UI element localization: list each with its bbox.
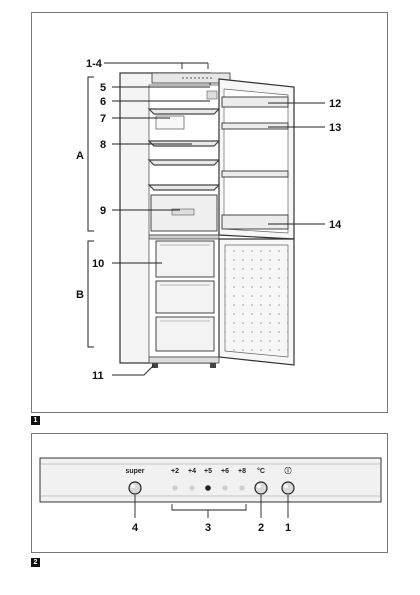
callout-6: 6 (100, 96, 106, 108)
power-label: ⓘ (285, 466, 292, 475)
super-label: super (125, 468, 144, 475)
leader-lines (104, 62, 325, 376)
temp-label-5: +5 (204, 468, 212, 475)
callout-11: 11 (92, 370, 104, 382)
callout-9: 9 (100, 205, 106, 217)
callout-8: 8 (100, 139, 106, 151)
super-button[interactable] (128, 481, 142, 495)
callout-3: 3 (205, 522, 211, 534)
power-button[interactable] (281, 481, 295, 495)
callout-12: 12 (329, 98, 341, 110)
figure-number-2: 2 (31, 558, 40, 567)
callout-1: 1 (285, 522, 291, 534)
celsius-label: °C (257, 467, 265, 475)
fridge-door-open (218, 78, 295, 240)
temperature-button[interactable] (254, 481, 268, 495)
callout-7: 7 (100, 113, 106, 125)
indicator-led-4 (189, 485, 195, 491)
indicator-led-6 (222, 485, 228, 491)
indicator-led-8 (239, 485, 245, 491)
indicator-led-2 (172, 485, 178, 491)
indicator-led-5-active (205, 485, 211, 491)
control-strip (39, 457, 382, 503)
temp-label-6: +6 (221, 468, 229, 475)
callout-4: 4 (132, 522, 139, 534)
callout-13: 13 (329, 122, 341, 134)
section-label-b: B (76, 289, 84, 301)
freezer-door-open (218, 238, 295, 366)
callout-10: 10 (92, 258, 104, 270)
fridge-cabinet (119, 72, 231, 368)
callout-1-4: 1-4 (86, 58, 103, 70)
control-panel-illustration: super +2 +4 +5 +6 +8 °C ⓘ (39, 457, 382, 534)
callout-14: 14 (329, 219, 342, 231)
section-label-a: A (76, 150, 84, 162)
callout-5: 5 (100, 82, 106, 94)
panel-leader-lines (134, 495, 289, 518)
figure-number-1: 1 (31, 416, 40, 425)
section-brackets (87, 76, 94, 348)
figure-1-panel: A B 1-4 5 6 7 8 9 10 11 (31, 12, 388, 413)
figure-2-panel: super +2 +4 +5 +6 +8 °C ⓘ (31, 433, 388, 553)
temp-label-8: +8 (238, 468, 246, 475)
callout-2: 2 (258, 522, 264, 534)
temp-label-4: +4 (188, 468, 196, 475)
fridge-illustration: A B 1-4 5 6 7 8 9 10 11 (76, 58, 342, 382)
temp-label-2: +2 (171, 468, 179, 475)
